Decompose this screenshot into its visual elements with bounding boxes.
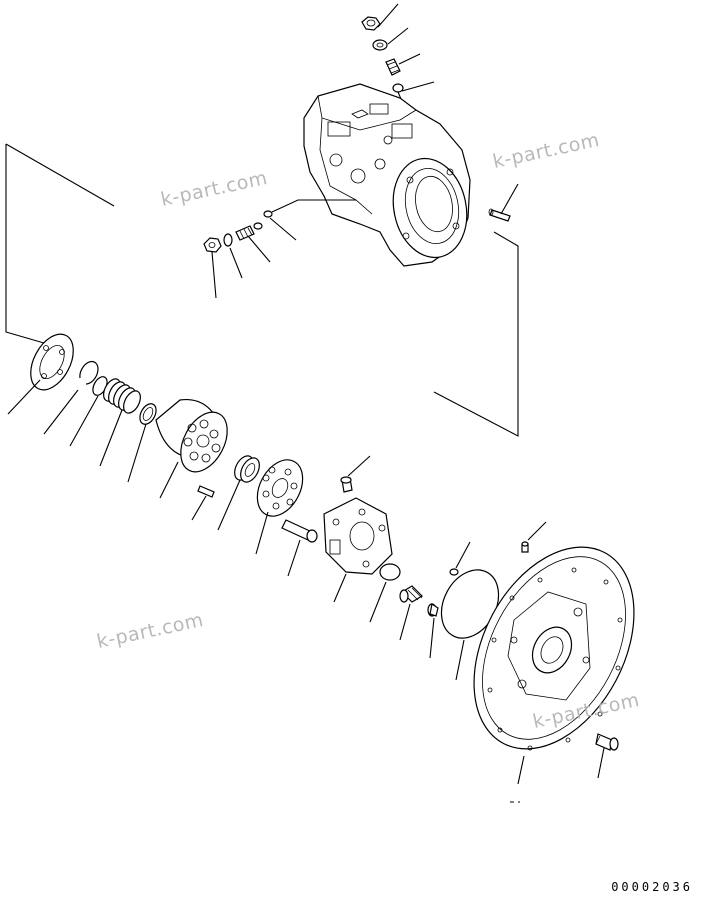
pin-right (488, 208, 511, 222)
pin-block (197, 485, 215, 498)
nut-top (361, 16, 381, 31)
pin-sleeve (281, 519, 318, 543)
spring (103, 378, 141, 414)
oring-case (263, 210, 273, 218)
bolt-upper (340, 476, 353, 493)
valve-plate-disc (256, 459, 304, 517)
retainer-plate (30, 333, 74, 391)
oring-small (449, 568, 459, 576)
ball-disc (379, 563, 401, 581)
ball-top (392, 83, 404, 93)
plug-cover (521, 541, 529, 553)
pump-case (303, 83, 471, 267)
union-plug (399, 585, 423, 603)
washer-top (372, 39, 388, 51)
adjust-screw (235, 222, 263, 241)
cylinder-block (155, 398, 228, 473)
end-cover (473, 546, 635, 751)
drawing-code: 00002036 (611, 880, 693, 894)
valve-plate (323, 497, 393, 575)
bearing-race (234, 455, 260, 483)
snap-ring (79, 360, 99, 385)
plug-small (427, 603, 439, 617)
nut-left (203, 237, 222, 253)
washer-ring (139, 403, 157, 425)
bolt-cover (595, 733, 619, 751)
plug-top (385, 58, 401, 76)
washer-left (223, 233, 233, 247)
